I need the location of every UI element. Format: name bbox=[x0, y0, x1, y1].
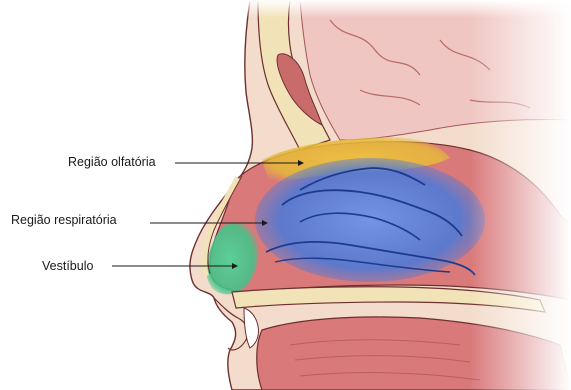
respiratory-region-label: Região respiratória bbox=[11, 213, 117, 227]
top-fade bbox=[230, 0, 571, 18]
right-fade bbox=[470, 0, 571, 390]
olfactory-region-label: Região olfatória bbox=[68, 155, 156, 169]
vestibule-label: Vestíbulo bbox=[42, 259, 93, 273]
